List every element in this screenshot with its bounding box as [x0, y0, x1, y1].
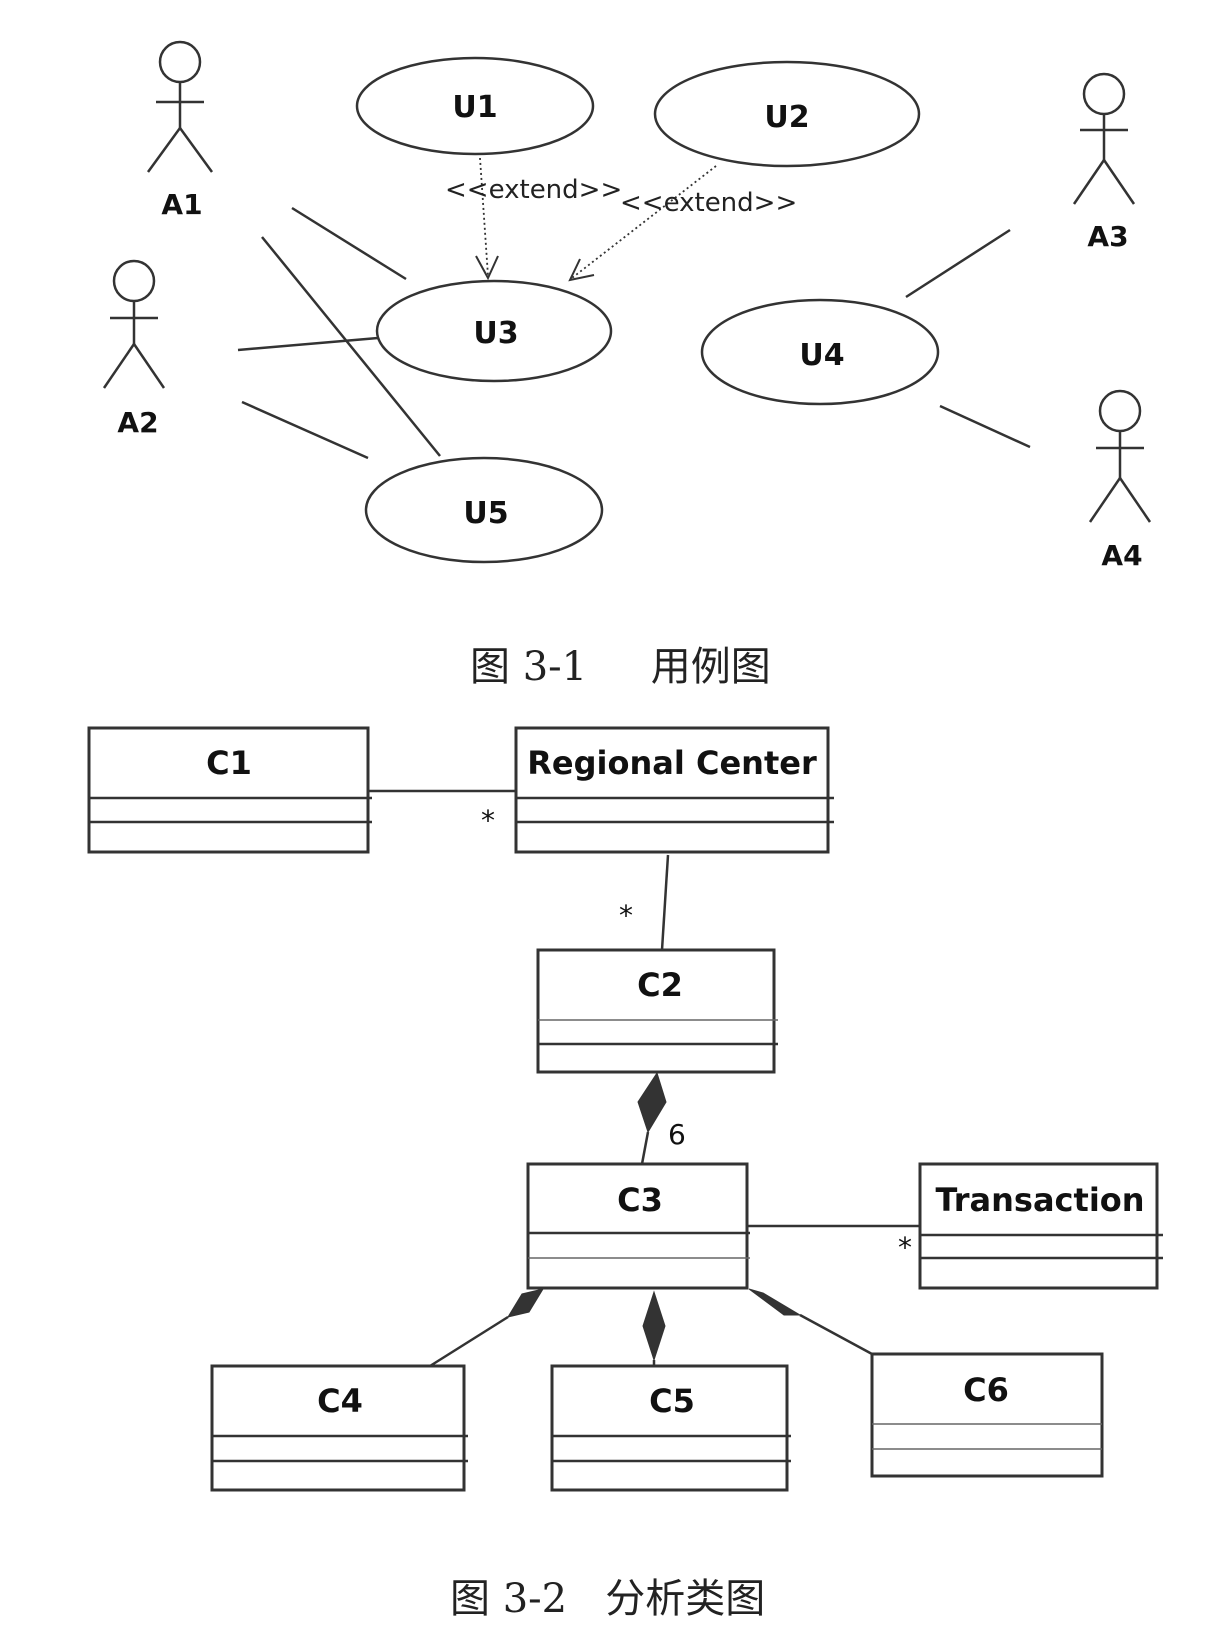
class-c6-label: C6 [963, 1371, 1009, 1409]
class-c4: C4 [210, 1364, 468, 1492]
association-a1-u3 [291, 206, 407, 281]
class-c2-label: C2 [637, 966, 683, 1004]
class-transaction: Transaction [918, 1162, 1163, 1290]
composition-c3-c6-diamond [748, 1288, 802, 1316]
actor-a3-leg-right [1102, 159, 1136, 205]
figure-3-1-caption: 图 3-1 用例图 [470, 644, 771, 690]
actor-a4-leg-right [1118, 477, 1152, 523]
class-c2: C2 [536, 948, 778, 1074]
use-case-u1 [355, 56, 595, 156]
class-transaction-box [918, 1162, 1159, 1290]
class-c3: C3 [526, 1162, 750, 1290]
extend-u1-u3-label: <<extend>> [445, 175, 622, 205]
multiplicity-regional-center-left: * [481, 804, 495, 837]
class-transaction-label: Transaction [935, 1181, 1144, 1219]
actor-a2-head [112, 259, 156, 303]
class-c5: C5 [550, 1364, 791, 1492]
class-regional-center-label: Regional Center [527, 744, 817, 782]
composition-c3-c4-diamond [506, 1288, 545, 1318]
use-case-u2 [653, 60, 921, 168]
association-a1-u5 [261, 236, 441, 457]
association-a3-u4 [905, 228, 1011, 299]
use-case-u2-label: U2 [764, 100, 809, 135]
class-regional-center: Regional Center [514, 726, 834, 854]
use-case-u1-label: U1 [452, 90, 497, 125]
class-c6: C6 [870, 1352, 1104, 1478]
composition-c2-c3 [640, 1131, 650, 1165]
association-a2-u3 [237, 336, 379, 352]
multiplicity-transaction-left: * [898, 1231, 912, 1264]
figure-3-2-caption: 图 3-2 分析类图 [450, 1576, 765, 1622]
class-c5-label: C5 [649, 1382, 695, 1420]
multiplicity-c3-composition: 6 [668, 1118, 686, 1151]
actor-a3 [1072, 72, 1136, 205]
actor-a4-leg-left [1088, 477, 1122, 523]
actor-a1-leg-right [178, 127, 214, 173]
actor-a4-head [1098, 389, 1142, 433]
class-c5-box [550, 1364, 789, 1492]
composition-c2-c3-diamond [637, 1071, 667, 1134]
extend-u2-u3 [571, 165, 717, 279]
actor-a4 [1088, 389, 1152, 523]
class-c6-box [870, 1352, 1104, 1478]
association-regional-center-c2 [660, 854, 670, 951]
extend-u1-u3-arrowhead [475, 255, 499, 281]
actor-a2-leg-right [132, 343, 166, 389]
class-regional-center-box [514, 726, 830, 854]
composition-c3-c6 [799, 1313, 873, 1356]
class-c3-label: C3 [617, 1181, 663, 1219]
use-case-diagram: A1 A2 A3 A4 U1 [102, 40, 1152, 572]
class-c1-label: C1 [206, 744, 252, 782]
actor-a3-label: A3 [1087, 220, 1128, 253]
class-c4-label: C4 [317, 1382, 363, 1420]
actor-a3-head [1082, 72, 1126, 116]
composition-c3-c4 [429, 1315, 509, 1368]
actor-a4-label: A4 [1101, 539, 1142, 572]
extend-u2-u3-arrowhead [568, 258, 595, 282]
class-c3-box [526, 1162, 749, 1290]
use-case-u4 [700, 298, 940, 406]
extend-u2-u3-label: <<extend>> [620, 188, 797, 218]
class-diagram: C1 Regional Center C2 C3 Tra [87, 726, 1163, 1492]
class-c1-box [87, 726, 370, 854]
actor-a1-head [158, 40, 202, 84]
class-c2-box [536, 948, 776, 1074]
actor-a1-label: A1 [161, 188, 202, 221]
actor-a2 [102, 259, 166, 389]
use-case-u3-label: U3 [473, 316, 518, 351]
association-a4-u4 [939, 404, 1031, 449]
actor-a2-label: A2 [117, 406, 158, 439]
actor-a3-leg-left [1072, 159, 1106, 205]
class-c1: C1 [87, 726, 372, 854]
composition-c3-c5-diamond [642, 1290, 666, 1362]
actor-a2-leg-left [102, 343, 136, 389]
use-case-u5 [364, 456, 604, 564]
actor-a1 [146, 40, 214, 173]
association-a2-u5 [241, 400, 369, 460]
use-case-u3 [375, 279, 613, 383]
use-case-u4-label: U4 [799, 338, 844, 373]
use-case-u5-label: U5 [463, 496, 508, 531]
multiplicity-c2-top: * [619, 899, 633, 932]
class-c4-box [210, 1364, 466, 1492]
actor-a1-leg-left [146, 127, 182, 173]
